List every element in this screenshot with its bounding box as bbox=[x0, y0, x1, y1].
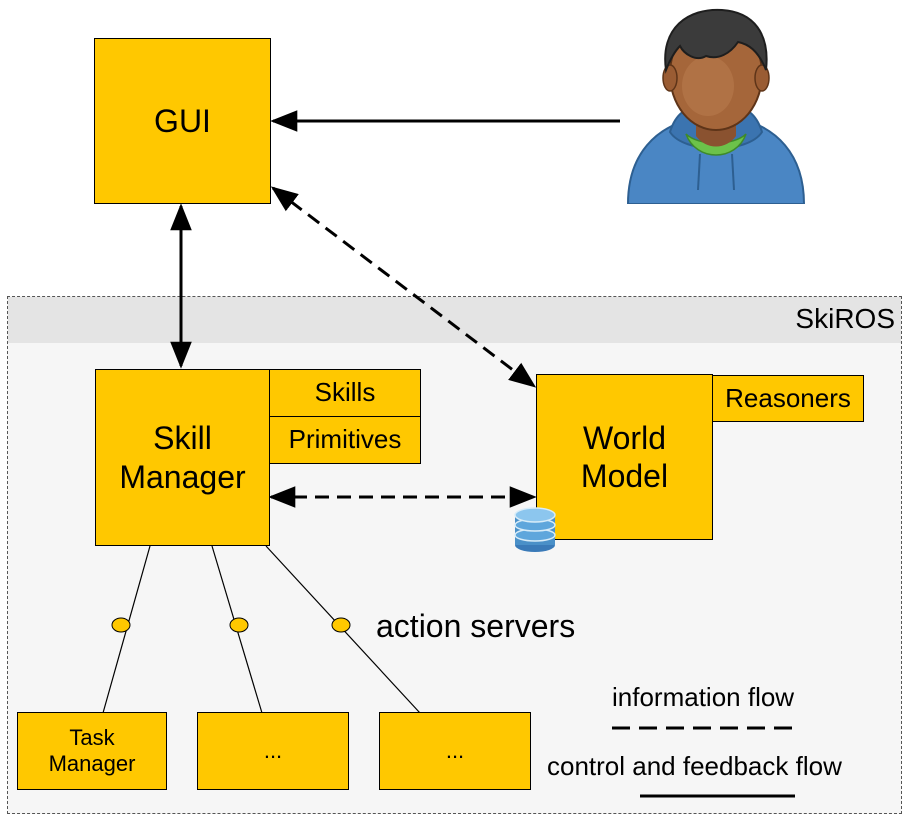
skill-manager-box[interactable]: Skill Manager bbox=[95, 369, 270, 546]
placeholder-label-1: ... bbox=[263, 737, 283, 763]
placeholder-box-2[interactable]: ... bbox=[379, 712, 531, 790]
skiros-label: SkiROS bbox=[795, 303, 895, 334]
action-servers-label: action servers bbox=[376, 608, 576, 644]
action-node-2 bbox=[229, 617, 249, 633]
task-manager-label-line1: Task bbox=[69, 724, 115, 750]
skills-label: Skills bbox=[314, 377, 376, 408]
control-feedback-flow-label: control and feedback flow bbox=[547, 751, 842, 781]
action-node-1 bbox=[111, 617, 131, 633]
world-model-label-line1: World bbox=[583, 419, 666, 456]
skills-box[interactable]: Skills bbox=[269, 369, 421, 417]
reasoners-box[interactable]: Reasoners bbox=[712, 375, 864, 422]
world-model-label-line2: Model bbox=[580, 458, 669, 494]
primitives-label: Primitives bbox=[288, 424, 402, 455]
gui-world-model-arrow bbox=[270, 186, 537, 388]
world-model-box[interactable]: World Model bbox=[536, 374, 713, 540]
skill-manager-label-line1: Skill bbox=[153, 420, 212, 457]
task-manager-label-line2: Manager bbox=[48, 751, 136, 776]
task-manager-box[interactable]: Task Manager bbox=[17, 712, 167, 790]
placeholder-box-1[interactable]: ... bbox=[197, 712, 349, 790]
database-icon bbox=[514, 507, 556, 552]
action-node-3 bbox=[331, 617, 351, 633]
gui-box[interactable]: GUI bbox=[94, 38, 271, 204]
placeholder-label-2: ... bbox=[445, 737, 465, 763]
gui-label: GUI bbox=[154, 102, 211, 139]
user-icon bbox=[626, 8, 806, 204]
reasoners-label: Reasoners bbox=[725, 382, 851, 413]
skill-manager-label-line2: Manager bbox=[119, 458, 246, 495]
primitives-box[interactable]: Primitives bbox=[269, 416, 421, 464]
information-flow-label: information flow bbox=[612, 682, 795, 712]
